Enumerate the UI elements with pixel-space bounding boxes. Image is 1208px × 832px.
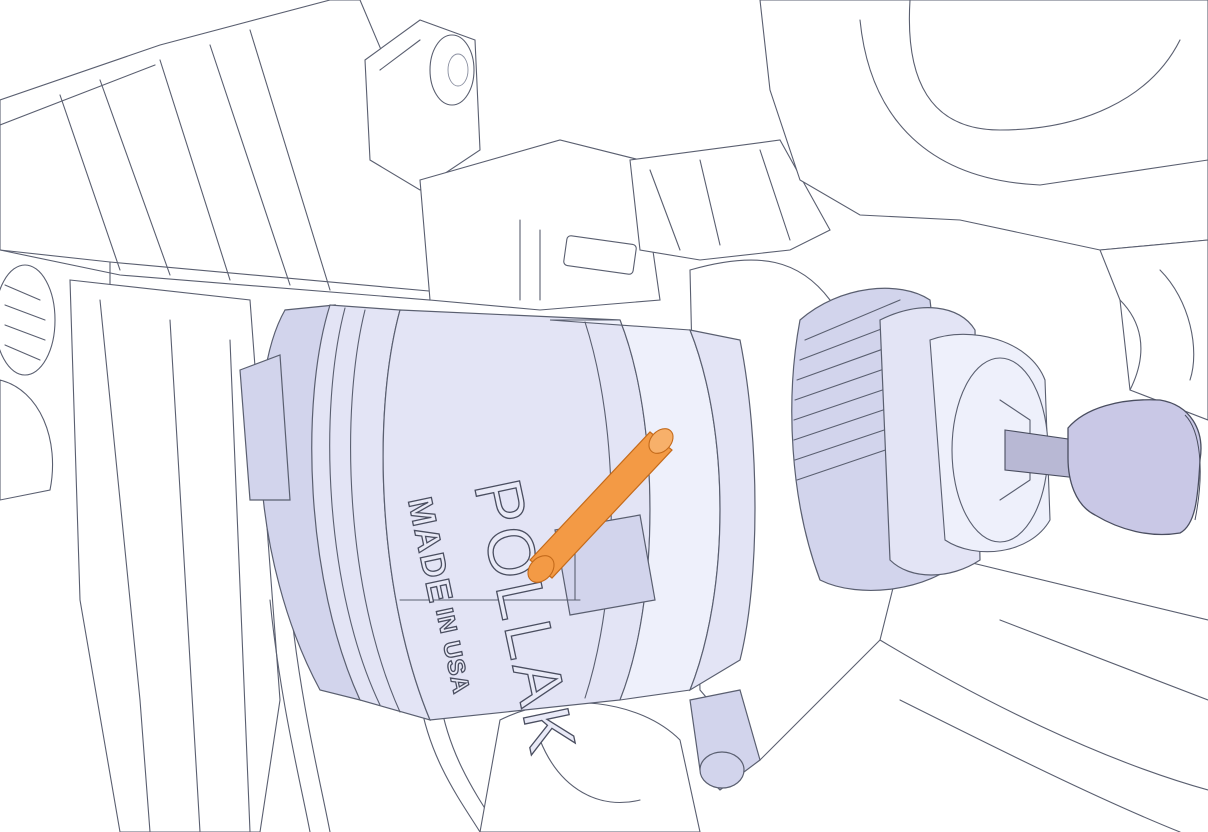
key-cylinder: [791, 287, 1051, 591]
side-tab: [239, 354, 291, 501]
lower-nut: [699, 751, 745, 789]
key-head: [1067, 399, 1202, 536]
highlighted-pin: [527, 428, 674, 583]
key: [1004, 399, 1202, 536]
slot-tab: [563, 235, 637, 275]
